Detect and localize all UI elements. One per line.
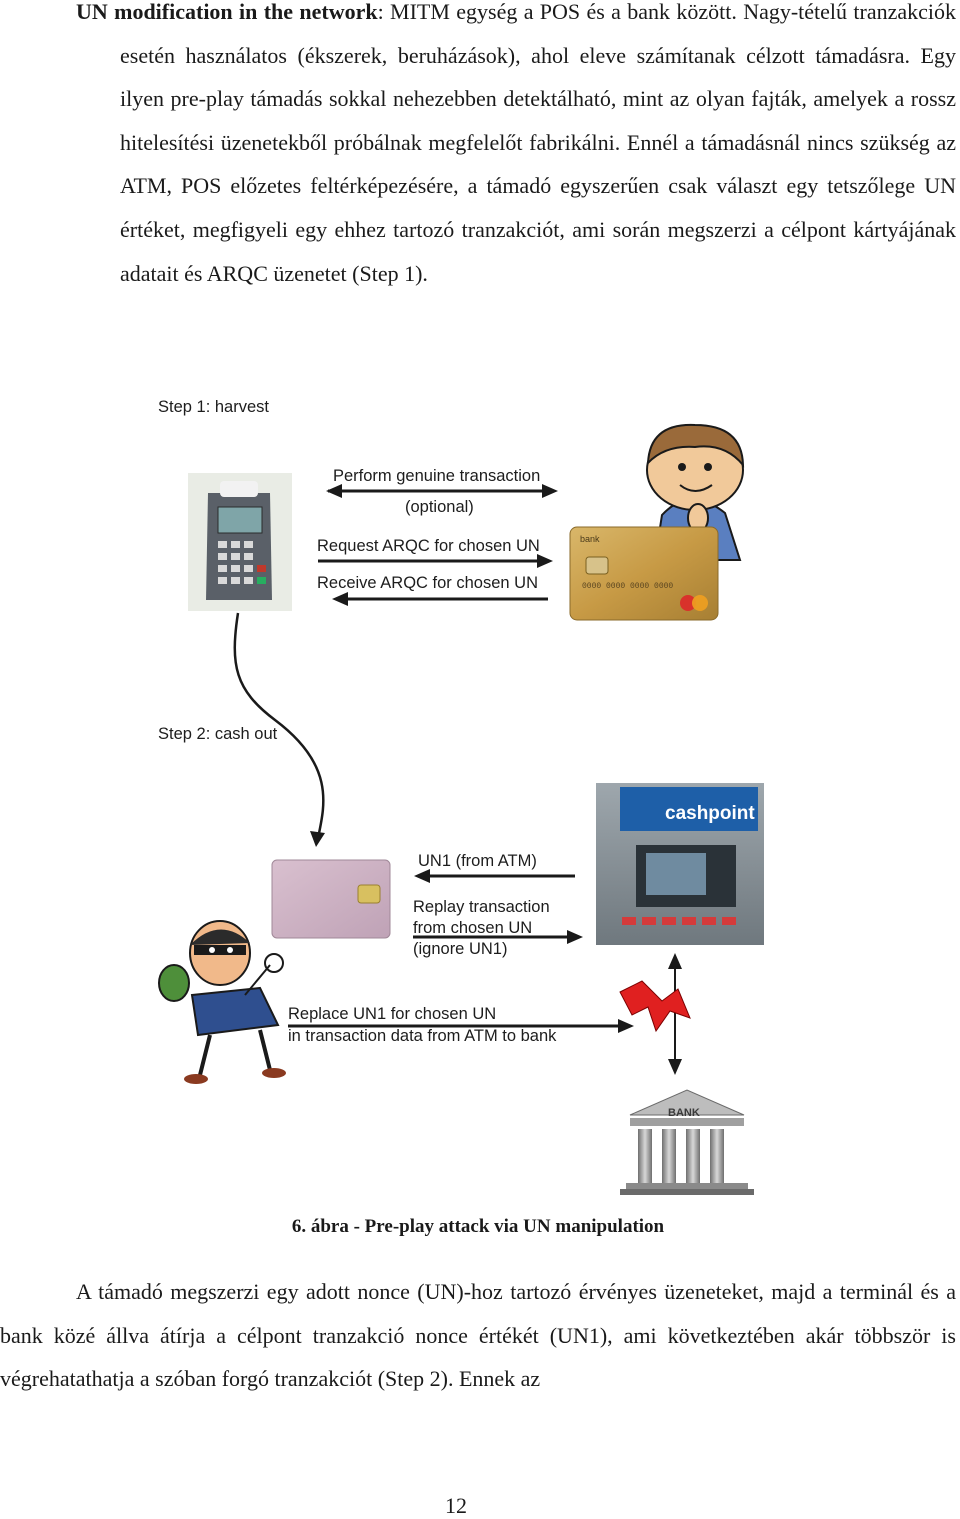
paragraph-1-lead-bold: UN modification in the network [76, 0, 378, 24]
svg-text:BANK: BANK [668, 1107, 700, 1119]
atm-image: cashpoint [596, 783, 764, 945]
step2-title: Step 2: cash out [158, 725, 278, 743]
label-perform-genuine: Perform genuine transaction [333, 467, 540, 485]
label-receive-arqc: Receive ARQC for chosen UN [317, 574, 538, 592]
label-un1-from-atm: UN1 (from ATM) [418, 852, 537, 870]
label-optional: (optional) [405, 498, 474, 516]
label-replay-line2: from chosen UN [413, 919, 532, 937]
paragraph-1: UN modification in the network: MITM egy… [76, 0, 956, 295]
svg-text:bank: bank [580, 534, 600, 544]
figure-caption: 6. ábra - Pre-play attack via UN manipul… [291, 1216, 665, 1237]
cloned-card [271, 859, 391, 939]
paragraph-1-text: : MITM egység a POS és a bank között. Na… [120, 0, 956, 286]
label-replace-line1: Replace UN1 for chosen UN [288, 1005, 496, 1023]
gold-bank-card: bank 0000 0000 0000 0000 [569, 526, 719, 621]
step1-title: Step 1: harvest [158, 398, 269, 416]
label-replace-line2: in transaction data from ATM to bank [288, 1027, 557, 1045]
label-request-arqc: Request ARQC for chosen UN [317, 537, 540, 555]
svg-text:cashpoint: cashpoint [665, 803, 755, 824]
preplay-attack-figure: Step 1: harvest Perform genuine transact… [150, 385, 780, 1205]
page-number: 12 [445, 1493, 467, 1518]
pos-terminal-image [188, 473, 292, 611]
thief-cartoon [158, 920, 286, 1084]
label-replay-line3: (ignore UN1) [413, 940, 507, 958]
bank-building-icon: BANK [620, 1089, 754, 1195]
svg-text:0000 0000 0000 0000: 0000 0000 0000 0000 [582, 582, 673, 591]
label-replay-line1: Replay transaction [413, 898, 550, 916]
paragraph-2: A támadó megszerzi egy adott nonce (UN)-… [0, 1279, 956, 1392]
